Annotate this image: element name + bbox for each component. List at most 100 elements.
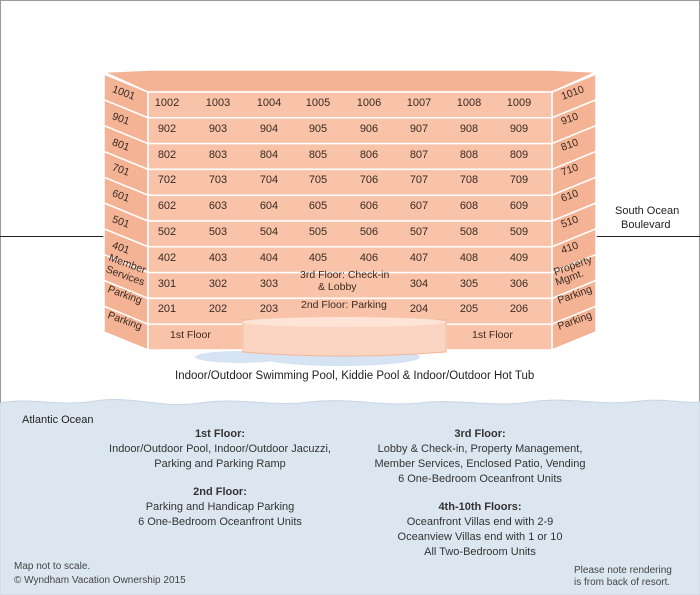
room-label: 705 — [308, 174, 328, 187]
legend-floor3-line3: 6 One-Bedroom Oceanfront Units — [398, 473, 562, 485]
water-puddle-left — [195, 351, 285, 363]
legend-floor1-line1: Indoor/Outdoor Pool, Indoor/Outdoor Jacu… — [109, 443, 331, 455]
legend-floor3-title: 3rd Floor: — [454, 428, 506, 440]
room-label: 908 — [459, 122, 479, 135]
room-label: 708 — [459, 174, 479, 187]
room-label: 703 — [208, 174, 228, 187]
road-name-line2: Boulevard — [621, 219, 671, 231]
room-label: 607 — [409, 200, 429, 213]
legend-floor3-line1: Lobby & Check-in, Property Management, — [377, 443, 583, 455]
room-label: 303 — [259, 277, 279, 290]
legend-floor4-line1: Oceanfront Villas end with 2-9 — [406, 516, 554, 528]
room-label: 505 — [308, 226, 328, 238]
room-label: 206 — [509, 303, 529, 316]
room-label: 907 — [409, 122, 429, 135]
room-label: 1009 — [506, 97, 532, 109]
room-label: 707 — [409, 174, 429, 187]
legend-floor2-title: 2nd Floor: — [193, 486, 247, 498]
room-label: 305 — [459, 277, 479, 290]
room-label: 302 — [208, 277, 228, 290]
room-label: 1003 — [205, 97, 231, 109]
floor1-label: 1st Floor — [170, 329, 211, 342]
room-label: 405 — [308, 251, 328, 264]
room-label: 706 — [359, 174, 379, 187]
room-label: 1008 — [456, 97, 482, 109]
room-label: 903 — [208, 122, 228, 135]
legend-floor2-line2: 6 One-Bedroom Oceanfront Units — [138, 516, 302, 528]
room-label: 508 — [459, 226, 479, 238]
room-label: 509 — [509, 226, 529, 238]
room-label: 409 — [509, 251, 529, 264]
room-label: 1002 — [154, 97, 180, 109]
legend-floor1: 1st Floor: Indoor/Outdoor Pool, Indoor/O… — [90, 427, 350, 472]
room-label: 407 — [409, 251, 429, 264]
room-label: 602 — [157, 200, 177, 213]
room-label: 802 — [157, 148, 177, 161]
room-label: 201 — [157, 303, 177, 316]
floor3-center-label: & Lobby — [318, 280, 357, 293]
legend-floor1-title: 1st Floor: — [194, 428, 246, 440]
floor2-center-label: 2nd Floor: Parking — [301, 299, 387, 312]
room-label: 1005 — [305, 97, 331, 109]
rendering-note-line2: is from back of resort. — [574, 577, 671, 588]
room-label: 306 — [509, 277, 529, 290]
room-label: 702 — [157, 174, 177, 187]
rendering-note-line1: Please note rendering — [574, 565, 672, 576]
room-label: 606 — [359, 200, 379, 213]
room-label: 203 — [259, 303, 279, 316]
room-label: 805 — [308, 148, 328, 161]
ocean-area — [0, 398, 700, 595]
pool-block — [242, 319, 447, 357]
room-label: 904 — [259, 122, 279, 135]
room-label: 808 — [459, 148, 479, 161]
room-label: 1006 — [356, 97, 382, 109]
legend-floor4: 4th-10th Floors: Oceanfront Villas end w… — [350, 500, 610, 560]
room-label: 205 — [459, 303, 479, 316]
room-label: 803 — [208, 148, 228, 161]
floor3-center-label: 3rd Floor: Check-in — [300, 268, 390, 281]
scale-note: Map not to scale. — [14, 561, 91, 572]
room-label: 408 — [459, 251, 479, 264]
room-label: 202 — [208, 303, 228, 316]
room-label: 605 — [308, 200, 328, 213]
legend-floor2-line1: Parking and Handicap Parking — [145, 501, 295, 513]
room-label: 507 — [409, 226, 429, 238]
copyright: © Wyndham Vacation Ownership 2015 — [14, 575, 186, 586]
room-label: 603 — [208, 200, 228, 213]
room-label: 704 — [259, 174, 279, 187]
room-label: 902 — [157, 122, 177, 135]
room-label: 402 — [157, 251, 177, 264]
room-label: 502 — [157, 226, 177, 238]
pool-top — [242, 317, 446, 327]
road-name-line1: South Ocean — [615, 205, 680, 217]
room-label: 709 — [509, 174, 529, 187]
room-label: 503 — [208, 226, 228, 238]
room-label: 807 — [409, 148, 429, 161]
room-label: 204 — [409, 303, 429, 316]
room-label: 1007 — [406, 97, 432, 109]
legend-floor3-line2: Member Services, Enclosed Patio, Vending — [374, 458, 586, 470]
legend-floor4-line3: All Two-Bedroom Units — [424, 546, 536, 558]
room-label: 609 — [509, 200, 529, 213]
legend-floor2: 2nd Floor: Parking and Handicap Parking … — [90, 485, 350, 530]
legend-floor4-title: 4th-10th Floors: — [438, 501, 522, 513]
room-label: 909 — [509, 122, 529, 135]
room-label: 301 — [157, 277, 177, 290]
room-label: 905 — [308, 122, 328, 135]
room-label: 604 — [259, 200, 279, 213]
ocean-label: Atlantic Ocean — [22, 414, 94, 426]
room-label: 906 — [359, 122, 379, 135]
building-diagram — [103, 69, 597, 366]
legend-floor3: 3rd Floor: Lobby & Check-in, Property Ma… — [350, 427, 610, 487]
legend-floor1-line2: Parking and Parking Ramp — [154, 458, 286, 470]
roof — [103, 69, 597, 93]
legend-floor4-line2: Oceanview Villas end with 1 or 10 — [397, 531, 563, 543]
room-label: 504 — [259, 226, 279, 238]
room-label: 404 — [259, 251, 279, 264]
floor1-label: 1st Floor — [472, 329, 513, 342]
room-label: 1004 — [256, 97, 282, 109]
room-label: 608 — [459, 200, 479, 213]
room-label: 806 — [359, 148, 379, 161]
room-label: 406 — [359, 251, 379, 264]
room-label: 809 — [509, 148, 529, 161]
